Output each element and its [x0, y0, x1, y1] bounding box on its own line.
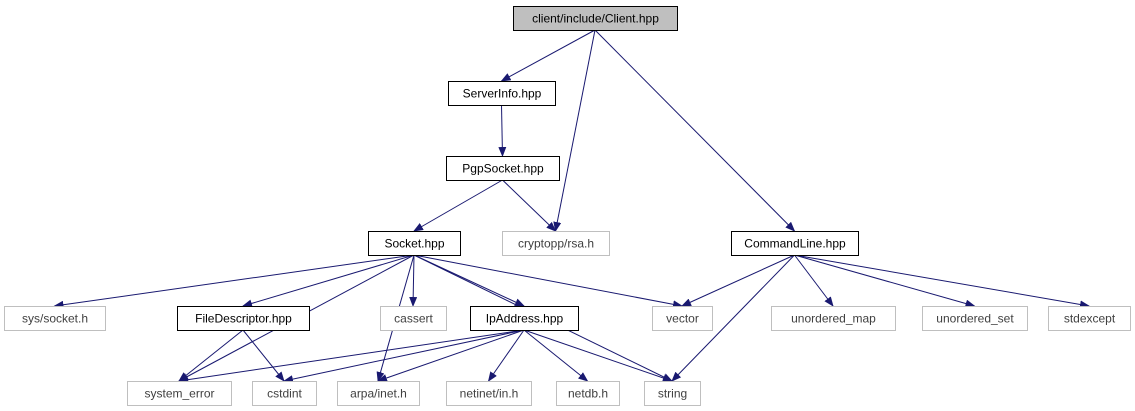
node-box-cstdint [252, 381, 317, 406]
node-label-stdexcept: stdexcept [1064, 312, 1116, 326]
node-label-rsa: cryptopp/rsa.h [518, 237, 594, 251]
node-box-unordered_set [922, 306, 1028, 331]
edge-client-to-serverinfo [500, 29, 596, 82]
edge-commandline-to-vector [681, 254, 795, 307]
node-box-serverinfo [448, 81, 556, 106]
node-label-filedescriptor: FileDescriptor.hpp [195, 312, 292, 326]
node-label-string: string [658, 387, 687, 401]
node-label-netinetin: netinet/in.h [460, 387, 519, 401]
nodes-layer: client/include/Client.hppServerInfo.hppP… [4, 6, 1131, 406]
node-label-syssocket: sys/socket.h [22, 312, 88, 326]
edge-pgpsocket-to-rsa [502, 179, 557, 232]
node-label-serverinfo: ServerInfo.hpp [463, 87, 542, 101]
edge-filedescriptor-to-system_error [178, 329, 244, 382]
edge-ipaddress-to-string [523, 329, 673, 382]
node-label-cstdint: cstdint [267, 387, 302, 401]
edge-socket-to-filedescriptor [242, 254, 415, 308]
node-box-syssocket [4, 306, 106, 331]
node-box-string [644, 381, 701, 406]
node-arpainet: arpa/inet.h [337, 381, 420, 406]
node-string: string [644, 381, 701, 406]
edge-pgpsocket-to-socket [413, 179, 503, 232]
node-box-netinetin [446, 381, 532, 406]
node-system_error: system_error [127, 381, 232, 406]
node-label-system_error: system_error [144, 387, 214, 401]
node-rsa: cryptopp/rsa.h [502, 231, 610, 256]
node-label-pgpsocket: PgpSocket.hpp [462, 162, 544, 176]
node-box-commandline [731, 231, 859, 256]
node-label-unordered_map: unordered_map [791, 312, 876, 326]
node-stdexcept: stdexcept [1048, 306, 1131, 331]
node-label-unordered_set: unordered_set [936, 312, 1014, 326]
edge-ipaddress-to-cstdint [283, 329, 525, 384]
node-cassert: cassert [380, 306, 447, 331]
node-label-arpainet: arpa/inet.h [350, 387, 407, 401]
node-box-unordered_map [771, 306, 896, 331]
node-netinetin: netinet/in.h [446, 381, 532, 406]
node-box-system_error [127, 381, 232, 406]
edge-client-to-commandline [594, 29, 796, 232]
node-box-stdexcept [1048, 306, 1131, 331]
edge-ipaddress-to-netinetin [487, 329, 525, 382]
node-socket[interactable]: Socket.hpp [368, 231, 461, 256]
node-pgpsocket[interactable]: PgpSocket.hpp [446, 156, 560, 181]
node-serverinfo[interactable]: ServerInfo.hpp [448, 81, 556, 106]
node-ipaddress[interactable]: IpAddress.hpp [470, 306, 579, 331]
node-label-netdb: netdb.h [568, 387, 608, 401]
edge-commandline-to-unordered_set [794, 254, 976, 308]
node-box-ipaddress [470, 306, 579, 331]
edge-socket-to-cassert [409, 254, 418, 307]
node-label-ipaddress: IpAddress.hpp [486, 312, 564, 326]
node-unordered_set: unordered_set [922, 306, 1028, 331]
node-label-vector: vector [666, 312, 699, 326]
node-syssocket: sys/socket.h [4, 306, 106, 331]
edge-ipaddress-to-netdb [523, 329, 589, 382]
node-box-cassert [380, 306, 447, 331]
edge-filedescriptor-to-cstdint [242, 329, 285, 382]
edge-commandline-to-unordered_map [794, 254, 834, 307]
edge-commandline-to-string [671, 254, 795, 382]
edge-ipaddress-to-system_error [178, 329, 525, 384]
node-client[interactable]: client/include/Client.hpp [513, 6, 678, 31]
node-box-socket [368, 231, 461, 256]
node-label-client: client/include/Client.hpp [532, 12, 659, 26]
node-box-vector [652, 306, 713, 331]
node-unordered_map: unordered_map [771, 306, 896, 331]
node-box-client [513, 6, 678, 31]
edge-serverinfo-to-pgpsocket [498, 104, 507, 157]
node-vector: vector [652, 306, 713, 331]
node-box-filedescriptor [177, 306, 310, 331]
node-box-pgpsocket [446, 156, 560, 181]
node-commandline[interactable]: CommandLine.hpp [731, 231, 859, 256]
node-label-cassert: cassert [394, 312, 433, 326]
node-box-arpainet [337, 381, 420, 406]
edge-socket-to-syssocket [53, 254, 415, 309]
node-box-netdb [556, 381, 620, 406]
node-netdb: netdb.h [556, 381, 620, 406]
edge-ipaddress-to-arpainet [377, 329, 525, 382]
node-box-rsa [502, 231, 610, 256]
node-filedescriptor[interactable]: FileDescriptor.hpp [177, 306, 310, 331]
node-label-socket: Socket.hpp [384, 237, 444, 251]
edge-client-to-rsa [553, 29, 596, 232]
node-label-commandline: CommandLine.hpp [744, 237, 846, 251]
node-cstdint: cstdint [252, 381, 317, 406]
edge-commandline-to-stdexcept [794, 254, 1090, 309]
edge-socket-to-vector [413, 254, 683, 309]
